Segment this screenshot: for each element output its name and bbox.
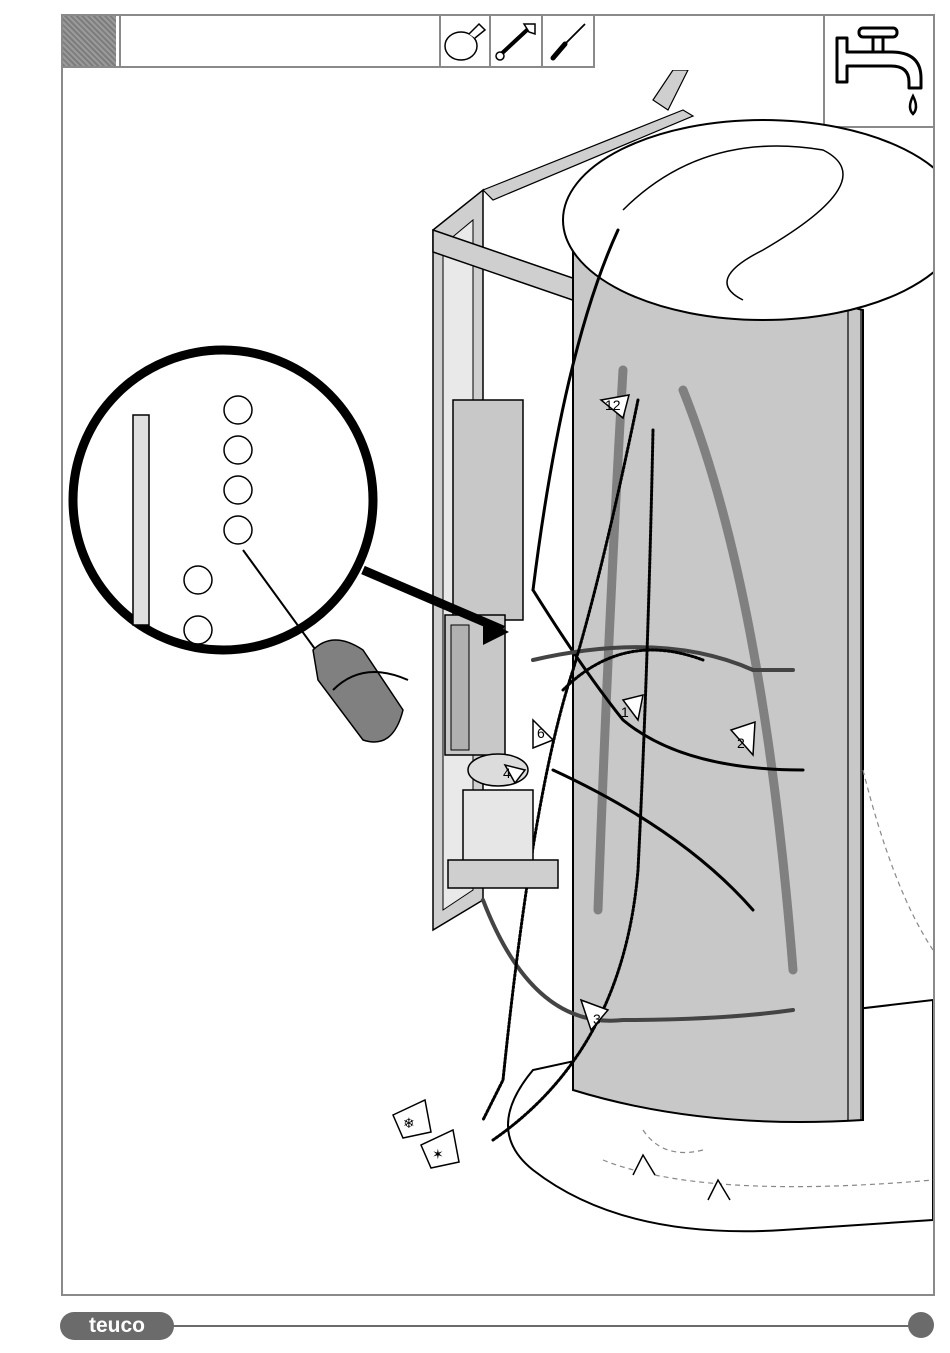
technical-drawing: 12 1 2 3 4 6 ❄ ✶	[63, 70, 933, 1294]
callout-6: 6	[533, 720, 553, 748]
callout-2-label: 2	[737, 735, 745, 751]
header-shade-block	[63, 16, 116, 66]
svg-text:❄: ❄	[403, 1116, 415, 1132]
brand-logo: teuco	[60, 1312, 174, 1340]
callout-3-label: 3	[593, 1011, 601, 1027]
sponge-icon	[439, 16, 491, 66]
wrench-icon	[491, 16, 543, 66]
callout-6-label: 6	[537, 725, 545, 741]
screwdriver-icon	[543, 16, 595, 66]
footer-rule	[172, 1325, 914, 1327]
svg-text:✶: ✶	[432, 1147, 444, 1163]
cold-water-icon: ❄	[393, 1100, 431, 1138]
page-footer: teuco	[60, 1308, 940, 1342]
hot-water-icon: ✶	[421, 1130, 459, 1168]
control-panels	[445, 400, 523, 755]
header-bar	[61, 14, 595, 68]
callout-12-label: 12	[605, 397, 621, 413]
header-title-area	[119, 16, 441, 66]
callout-4-label: 4	[503, 765, 511, 781]
callout-1-label: 1	[621, 704, 629, 720]
footer-dot	[908, 1312, 934, 1338]
